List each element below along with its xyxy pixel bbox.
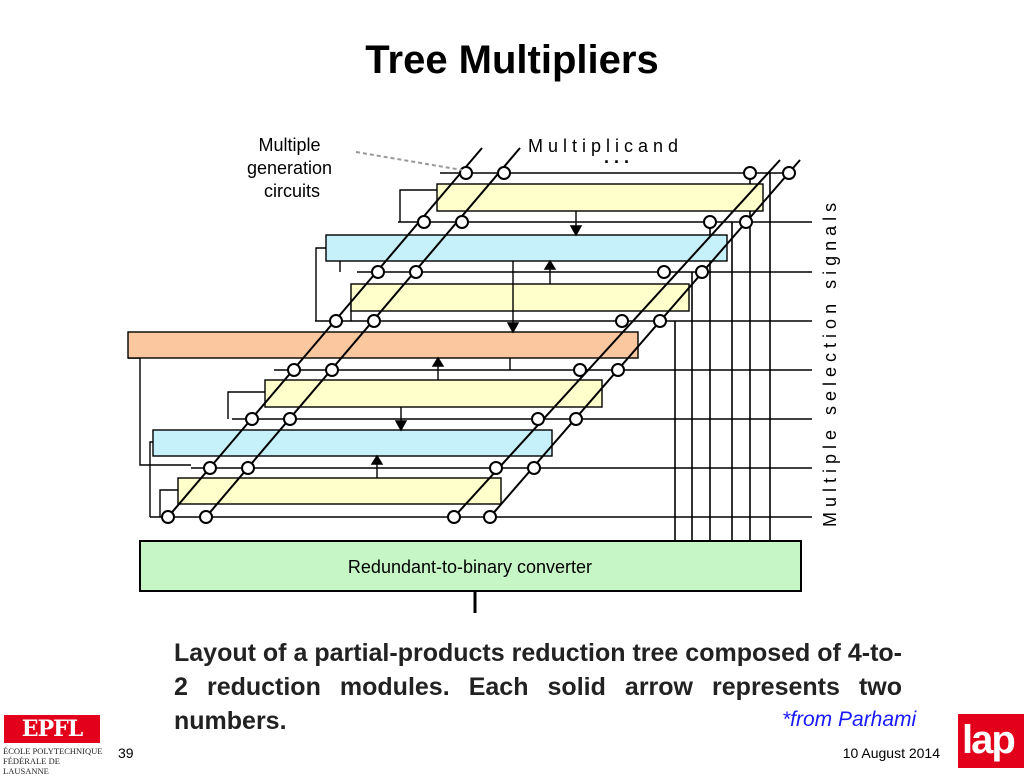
module-blue [325, 234, 728, 262]
module-arrows [370, 211, 583, 478]
arrow-up [543, 259, 557, 284]
module-yellow [177, 477, 502, 505]
arrow-down [506, 261, 520, 334]
converter-box [139, 540, 802, 592]
module-orange [127, 331, 639, 359]
reduction-modules [127, 183, 764, 505]
arrow-up [431, 356, 445, 380]
arrow-down [394, 407, 408, 432]
page-number: 39 [118, 745, 134, 761]
module-yellow [264, 379, 603, 408]
reduction-tree-diagram: Redundant-to-binary converter M u l t i … [127, 135, 840, 613]
multiplicand-label: M u l t i p l i c a n d [528, 136, 678, 156]
feedback-wires [128, 189, 511, 517]
generation-label-line: generation [247, 158, 332, 178]
converter-label: Redundant-to-binary converter [348, 557, 592, 577]
selection-signals-label: M u l t i p l e s e l e c t i o n s i g … [820, 203, 840, 527]
arrow-up [370, 454, 384, 478]
epfl-logo: EPFL ÉCOLE POLYTECHNIQUE FÉDÉRALE DE LAU… [0, 715, 104, 776]
module-yellow [350, 283, 690, 312]
diagonal-wires [167, 147, 801, 518]
source-credit: *from Parhami [782, 708, 917, 731]
arrow-down [569, 211, 583, 237]
slide-date: 10 August 2014 [842, 745, 940, 761]
selection-wires [674, 173, 771, 540]
figure-caption: Layout of a partial-products reduction t… [174, 639, 902, 735]
connection-nodes [161, 166, 796, 524]
epfl-logo-text: ÉCOLE POLYTECHNIQUE FÉDÉRALE DE LAUSANNE [3, 746, 103, 776]
module-yellow [436, 183, 764, 212]
lap-logo: lap [958, 714, 1024, 768]
generation-label: Multiple generation circuits [247, 135, 337, 201]
generation-label-line: Multiple [258, 135, 320, 155]
generation-label-line: circuits [264, 181, 320, 201]
slide-title: Tree Multipliers [365, 38, 659, 82]
epfl-logo-mark: EPFL [4, 715, 100, 743]
label-pointer [355, 151, 463, 171]
module-blue [152, 429, 553, 457]
multiplicand-ellipsis: . . . [604, 147, 629, 167]
